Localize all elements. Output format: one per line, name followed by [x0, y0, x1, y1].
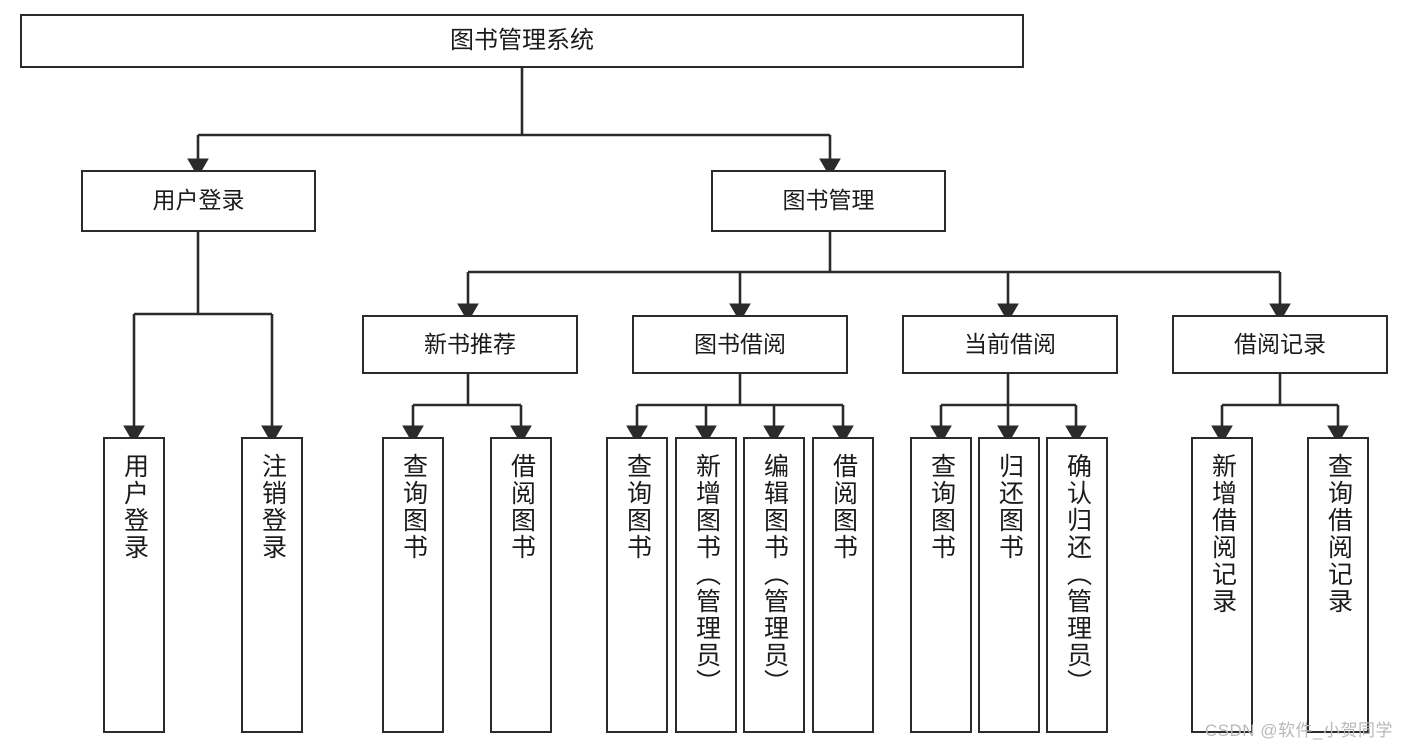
- leaf-borrow-book-2[interactable]: 借阅图书: [812, 437, 874, 733]
- leaf-add-book[interactable]: 新增图书（管理员）: [675, 437, 737, 733]
- leaf-return-book[interactable]: 归还图书: [978, 437, 1040, 733]
- leaf-borrow-book-1[interactable]: 借阅图书: [490, 437, 552, 733]
- node-label: 注销登录: [258, 453, 287, 561]
- node-label: 新增借阅记录: [1208, 453, 1237, 615]
- node-label: 查询借阅记录: [1324, 453, 1353, 615]
- node-label: 图书管理系统: [450, 26, 594, 54]
- node-root-book-management-system[interactable]: 图书管理系统: [20, 14, 1024, 68]
- leaf-edit-book[interactable]: 编辑图书（管理员）: [743, 437, 805, 733]
- node-label: 用户登录: [120, 453, 149, 561]
- node-current-borrow[interactable]: 当前借阅: [902, 315, 1118, 374]
- node-label: 用户登录: [152, 187, 245, 214]
- csdn-watermark: CSDN @软件_小贺同学: [1204, 721, 1393, 740]
- node-label: 借阅图书: [507, 453, 536, 561]
- node-borrow-record[interactable]: 借阅记录: [1172, 315, 1388, 374]
- node-label: 新书推荐: [424, 330, 516, 357]
- node-user-login[interactable]: 用户登录: [81, 170, 316, 232]
- node-label: 归还图书: [995, 453, 1024, 561]
- node-label: 新增图书（管理员）: [692, 453, 721, 696]
- node-label: 图书借阅: [694, 330, 786, 357]
- node-label: 当前借阅: [964, 330, 1056, 357]
- leaf-confirm-return[interactable]: 确认归还（管理员）: [1046, 437, 1108, 733]
- leaf-query-book-1[interactable]: 查询图书: [382, 437, 444, 733]
- node-new-book-recommend[interactable]: 新书推荐: [362, 315, 578, 374]
- leaf-query-record[interactable]: 查询借阅记录: [1307, 437, 1369, 733]
- node-label: 借阅记录: [1234, 330, 1326, 357]
- node-label: 查询图书: [623, 453, 652, 561]
- node-label: 查询图书: [927, 453, 956, 561]
- node-label: 确认归还（管理员）: [1063, 453, 1092, 696]
- node-label: 图书管理: [782, 187, 875, 214]
- leaf-query-book-2[interactable]: 查询图书: [606, 437, 668, 733]
- leaf-add-record[interactable]: 新增借阅记录: [1191, 437, 1253, 733]
- leaf-user-login[interactable]: 用户登录: [103, 437, 165, 733]
- leaf-user-logout[interactable]: 注销登录: [241, 437, 303, 733]
- leaf-query-book-3[interactable]: 查询图书: [910, 437, 972, 733]
- node-label: 编辑图书（管理员）: [760, 453, 789, 696]
- node-book-management[interactable]: 图书管理: [711, 170, 946, 232]
- node-label: 查询图书: [399, 453, 428, 561]
- node-label: 借阅图书: [829, 453, 858, 561]
- node-book-borrow[interactable]: 图书借阅: [632, 315, 848, 374]
